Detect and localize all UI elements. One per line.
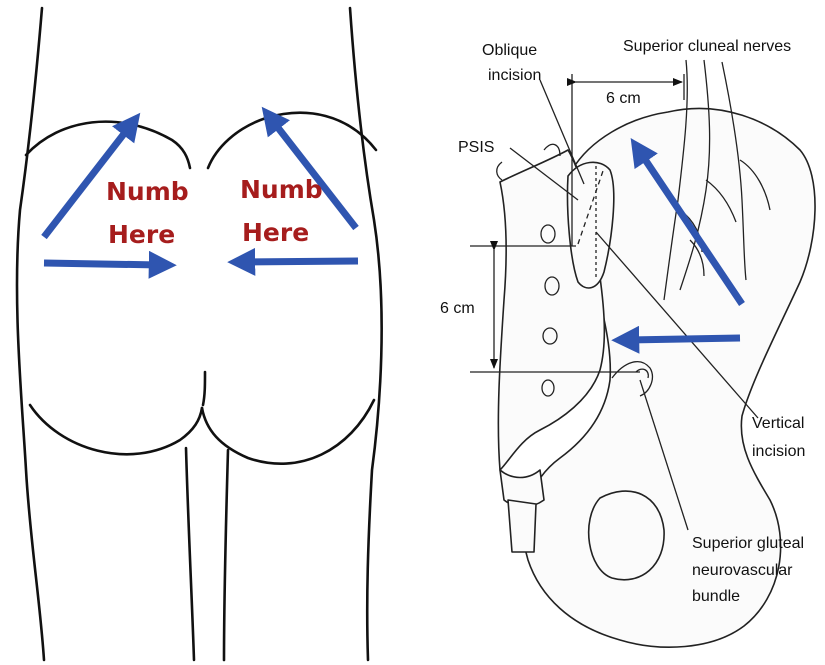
superior-gluteal-label-2: neurovascular [692,562,793,579]
superior-cluneal-nerves-label: Superior cluneal nerves [623,38,791,55]
vertical-incision-label-1: Vertical [752,415,804,432]
left-horizontal-arrow [44,263,160,265]
superior-gluteal-label-1: Superior gluteal [692,535,804,552]
iliac-horizontal-arrow [628,338,740,340]
pelvis-drawing [497,60,815,647]
numb-label-right-2: Here [242,218,309,247]
numb-label-left-2: Here [108,220,175,249]
numb-label-left-1: Numb [106,177,189,206]
buttocks-outline [17,8,382,660]
oblique-incision-label-1: Oblique [482,42,537,59]
right-diagonal-arrow [272,120,356,228]
dist-left-label: 6 cm [440,300,475,317]
oblique-incision-label-2: incision [488,67,541,84]
superior-gluteal-label-3: bundle [692,588,740,605]
dist-top-label: 6 cm [606,90,641,107]
right-horizontal-arrow [244,261,358,262]
psis-label: PSIS [458,139,494,156]
vertical-incision-label-2: incision [752,443,805,460]
numb-label-right-1: Numb [240,175,323,204]
